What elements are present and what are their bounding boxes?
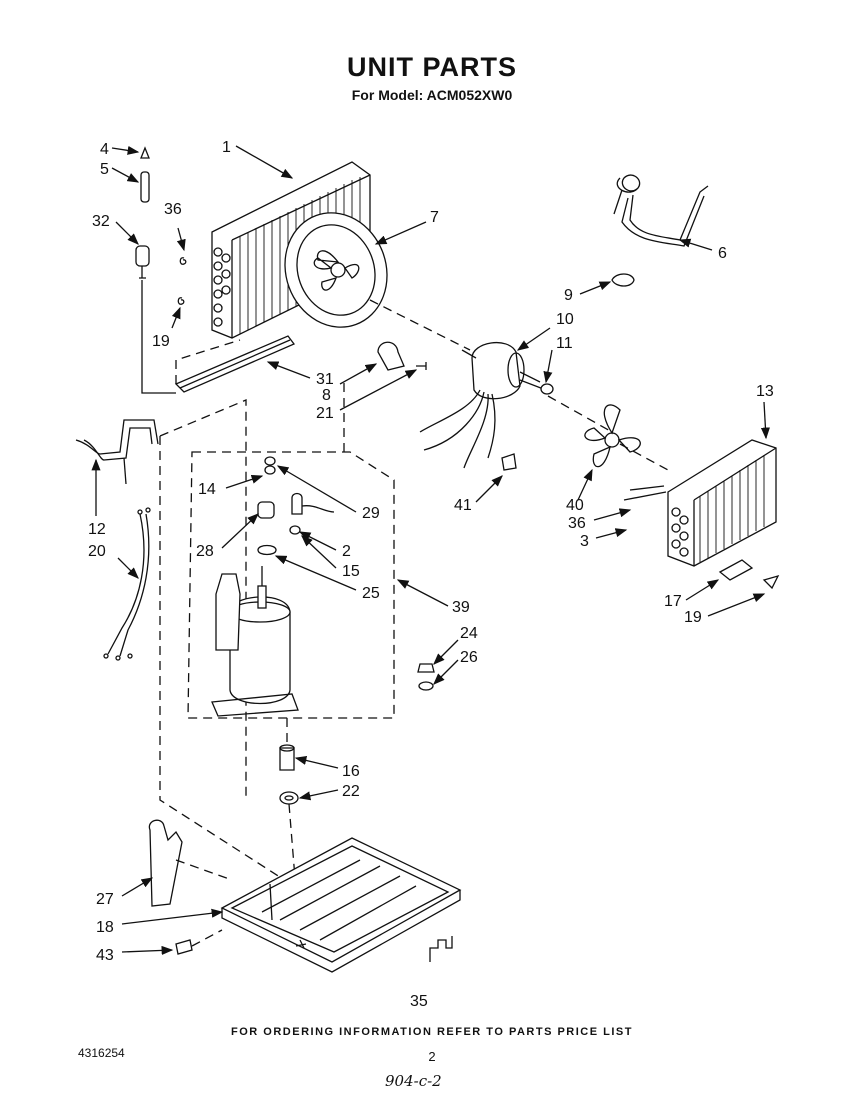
document-number: 4316254 [78, 1046, 125, 1060]
page-number: 2 [428, 1049, 436, 1064]
evaporator-clips [718, 559, 780, 590]
page-title: UNIT PARTS [347, 52, 517, 82]
callout-12: 12 [88, 521, 106, 538]
base-screw [175, 939, 193, 955]
callout-5: 5 [100, 161, 109, 178]
top-seal-strip [174, 335, 296, 393]
callout-40: 40 [566, 497, 584, 514]
callout-14: 14 [198, 481, 216, 498]
callout-26: 26 [460, 649, 478, 666]
callout-17: 17 [664, 593, 682, 610]
callout-13: 13 [756, 383, 774, 400]
callout-41: 41 [454, 497, 472, 514]
motor-hardware [540, 273, 635, 395]
callout-27: 27 [96, 891, 114, 908]
callout-9: 9 [564, 287, 573, 304]
motor-bracket [377, 341, 427, 371]
capillary-parts [135, 146, 187, 394]
callout-16: 16 [342, 763, 360, 780]
evaporator-coil [623, 439, 777, 567]
heater-wire [613, 174, 709, 247]
fan-shroud [284, 212, 388, 328]
callout-18: 18 [96, 919, 114, 936]
overload-components [257, 456, 335, 556]
callout-8: 8 [322, 387, 331, 404]
callout-labels: 4 5 32 36 19 1 7 6 9 10 11 31 8 21 13 12… [88, 139, 774, 1010]
suction-tube [75, 419, 159, 485]
callout-3: 3 [580, 533, 589, 550]
callout-15: 15 [342, 563, 360, 580]
model-label: For Model: ACM052XW0 [351, 87, 513, 103]
mounting-washers [417, 663, 435, 691]
handwritten-note: 904-c-2 [385, 1072, 442, 1090]
compressor-mount-bracket [148, 819, 233, 907]
callout-28: 28 [196, 543, 214, 560]
blower-wheel [584, 404, 641, 468]
callout-32: 32 [92, 213, 110, 230]
callout-19-right: 19 [684, 609, 702, 626]
callout-22: 22 [342, 783, 360, 800]
callout-6: 6 [718, 245, 727, 262]
callout-leaders [91, 145, 770, 955]
callout-21: 21 [316, 405, 334, 422]
callout-4: 4 [100, 141, 109, 158]
callout-35: 35 [410, 993, 428, 1010]
callout-29: 29 [362, 505, 380, 522]
callout-11: 11 [556, 335, 573, 352]
callout-31: 31 [316, 371, 334, 388]
callout-24: 24 [460, 625, 478, 642]
callout-36: 36 [164, 201, 182, 218]
fan-motor [419, 342, 547, 469]
compressor [211, 566, 299, 717]
callout-36-right: 36 [568, 515, 586, 532]
callout-43: 43 [96, 947, 114, 964]
callout-7: 7 [430, 209, 439, 226]
base-pan [220, 837, 462, 973]
spring-clip [429, 936, 453, 962]
compressor-assembly-outline [159, 399, 395, 891]
callout-20: 20 [88, 543, 106, 560]
ordering-note: FOR ORDERING INFORMATION REFER TO PARTS … [231, 1026, 633, 1038]
callout-1: 1 [222, 139, 231, 156]
callout-39: 39 [452, 599, 470, 616]
callout-10: 10 [556, 311, 574, 328]
callout-25: 25 [362, 585, 380, 602]
wire-harness [103, 507, 151, 661]
terminal-connector [501, 453, 517, 471]
callout-19: 19 [152, 333, 170, 350]
callout-2: 2 [342, 543, 351, 560]
